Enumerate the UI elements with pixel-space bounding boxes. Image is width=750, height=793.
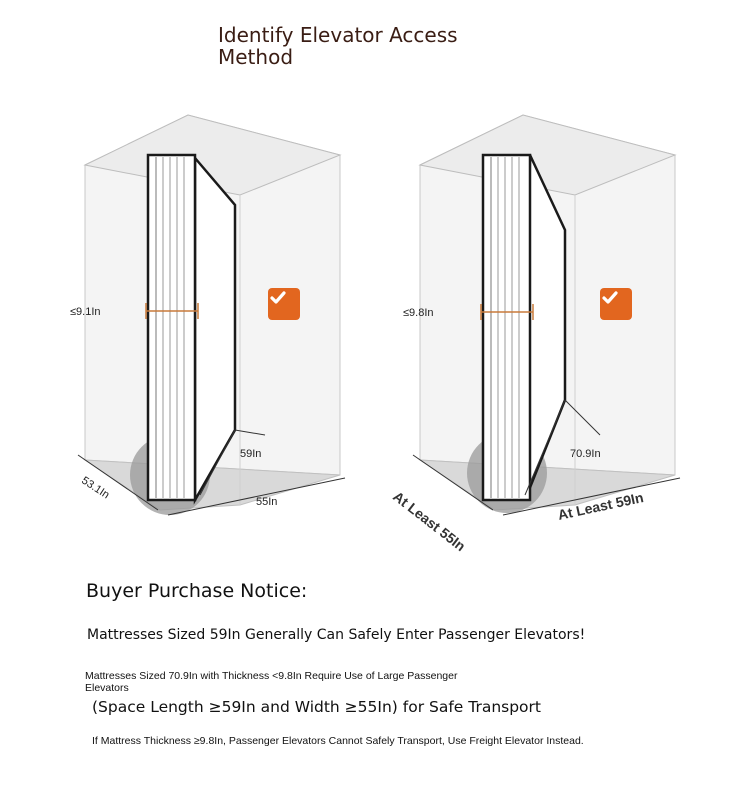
thickness-label: ≤9.1In xyxy=(70,306,101,318)
check-icon xyxy=(600,288,632,320)
check-icon xyxy=(268,288,300,320)
mattress-length-label: 70.9In xyxy=(570,448,601,460)
page-title: Identify Elevator Access Method xyxy=(218,23,458,69)
thickness-label: ≤9.8In xyxy=(403,307,434,319)
mattress-length-label: 59In xyxy=(240,448,262,460)
checkmark-glyph xyxy=(602,291,618,304)
notice-line-large: Mattresses Sized 70.9In with Thickness <… xyxy=(85,670,458,694)
notice-line-freight: If Mattress Thickness ≥9.8In, Passenger … xyxy=(92,735,584,747)
notice-line-space: (Space Length ≥59In and Width ≥55In) for… xyxy=(92,698,541,716)
notice-line-standard: Mattresses Sized 59In Generally Can Safe… xyxy=(87,627,586,643)
elevator-diagram-standard: ≤9.1In 59In 53.1In 55In xyxy=(60,110,390,540)
elevator-diagram-large: ≤9.8In 70.9In At Least 55In At Least 59I… xyxy=(390,110,725,554)
elevator-box-illustration xyxy=(412,114,681,516)
checkmark-glyph xyxy=(270,291,286,304)
elevator-box-illustration xyxy=(77,114,346,516)
notice-heading: Buyer Purchase Notice: xyxy=(86,580,308,602)
width-label: 55In xyxy=(256,496,278,508)
